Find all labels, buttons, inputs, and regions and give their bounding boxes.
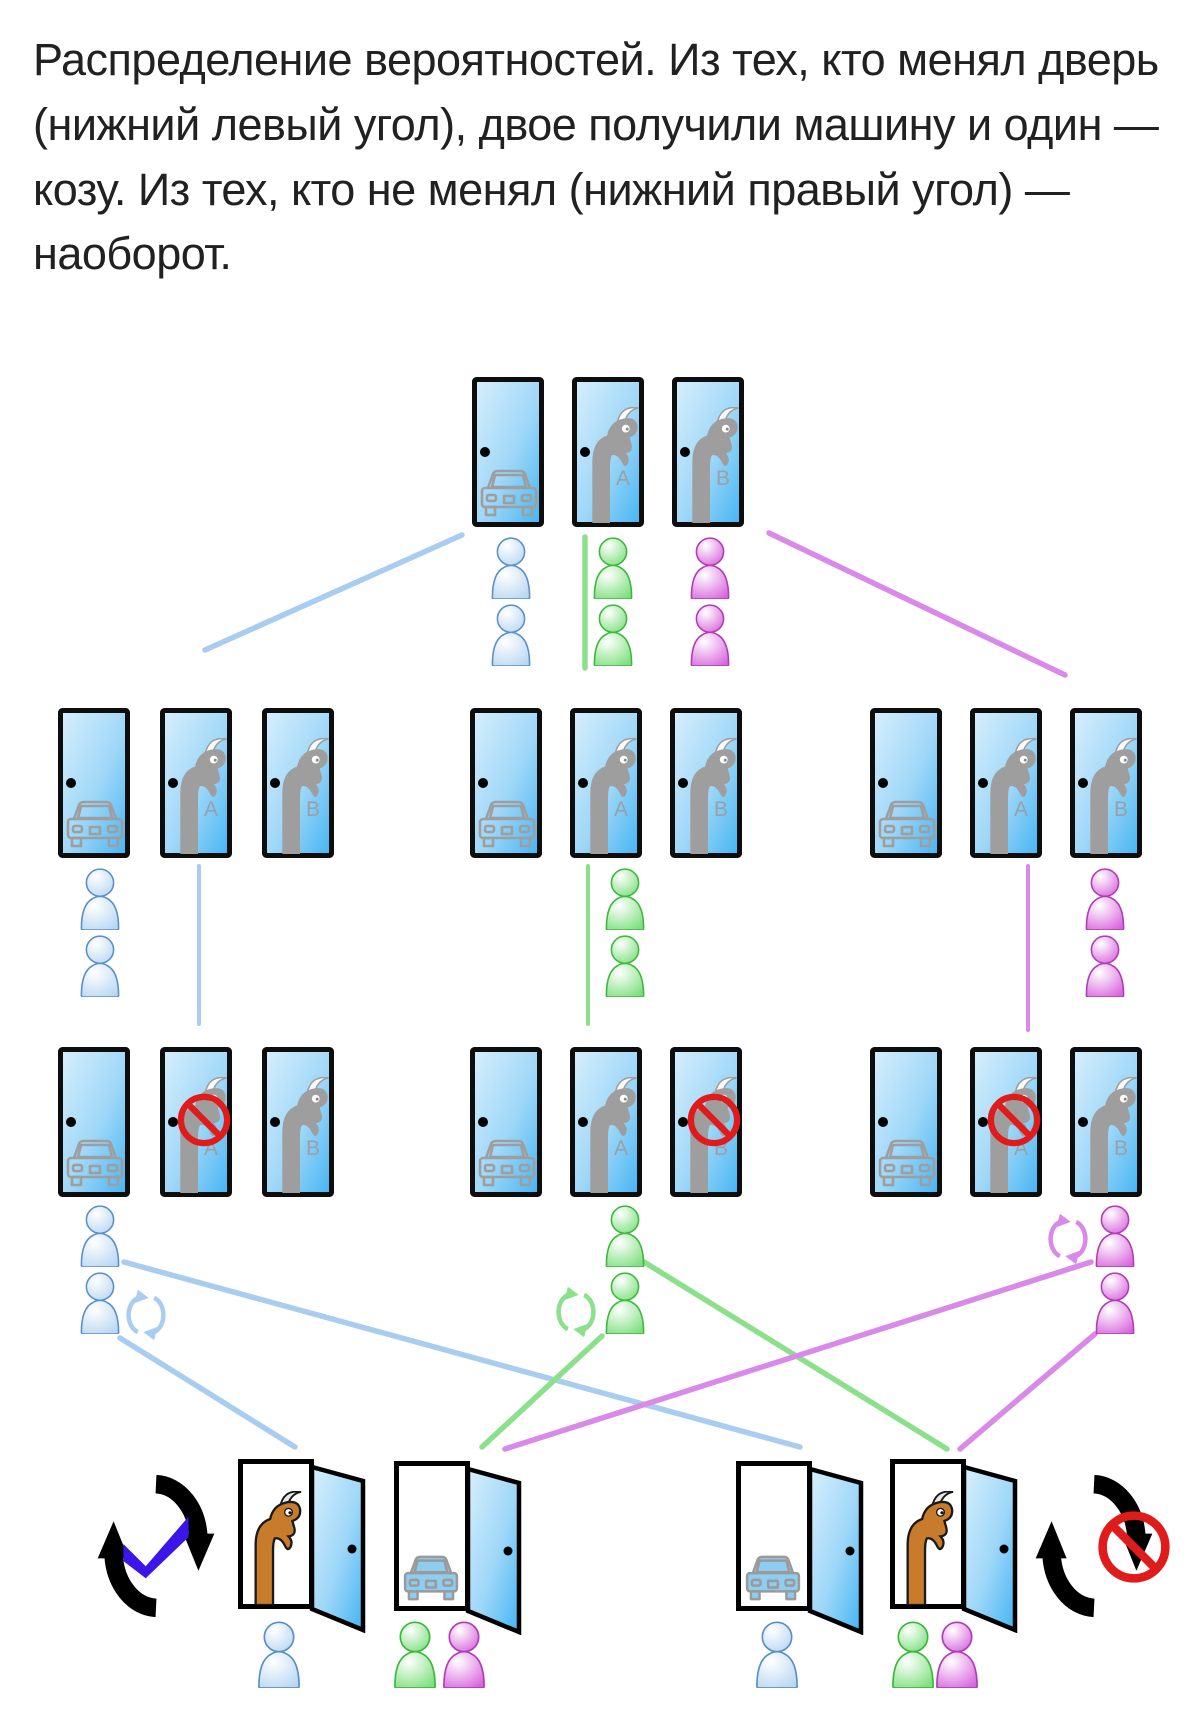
swap-arrows-icon-magenta	[1051, 1214, 1086, 1264]
door-goat-a-opened	[973, 1050, 1040, 1195]
player-magenta-stay	[1095, 1272, 1135, 1334]
stage-host-blue	[61, 1050, 332, 1341]
door-car	[61, 1050, 128, 1195]
stage-choice-blue	[61, 711, 332, 997]
page-title: Распределение вероятностей. Из тех, кто …	[33, 34, 1159, 280]
branch-green-switch	[479, 1333, 605, 1450]
outcome-stayed	[739, 1462, 1166, 1688]
check-mark-icon	[123, 1516, 189, 1579]
door-goat-a	[573, 711, 640, 856]
player-blue	[491, 537, 531, 599]
door-goat-b	[265, 1050, 332, 1195]
player-green-stay	[605, 1205, 645, 1267]
door-goat-a	[973, 711, 1040, 856]
player-blue-switch	[80, 1272, 120, 1334]
branch-magenta-choice	[766, 530, 1068, 678]
player-magenta	[1085, 868, 1125, 930]
branch-magenta-switch	[502, 1259, 1094, 1452]
door-goat-b	[675, 380, 742, 525]
player-blue	[491, 604, 531, 666]
player-blue	[80, 935, 120, 997]
door-car	[475, 380, 542, 525]
door-car	[61, 711, 128, 856]
stage-choice-magenta	[873, 711, 1140, 997]
stage-choice-green	[473, 711, 740, 997]
player-magenta	[1085, 935, 1125, 997]
door-goat-b-opened	[673, 1050, 740, 1195]
stage-initial	[475, 380, 742, 666]
player-blue-got-car	[756, 1621, 798, 1688]
open-door-goat	[893, 1462, 1016, 1631]
player-blue-got-goat	[258, 1621, 300, 1688]
door-goat-b	[265, 711, 332, 856]
branch-magenta-stay	[957, 1331, 1098, 1452]
player-blue-stay	[80, 1205, 120, 1267]
door-goat-a	[573, 1050, 640, 1195]
door-car	[473, 711, 540, 856]
branch-blue-switch	[117, 1335, 298, 1450]
door-goat-b	[1073, 1050, 1140, 1195]
open-door-car	[397, 1464, 520, 1633]
door-goat-b	[673, 711, 740, 856]
branch-blue-stay	[121, 1259, 803, 1450]
branch-blue-choice	[202, 532, 465, 653]
player-green	[605, 935, 645, 997]
open-door-goat	[241, 1462, 364, 1631]
open-door-car	[739, 1464, 862, 1633]
player-magenta	[690, 604, 730, 666]
player-green-switch	[605, 1272, 645, 1334]
player-blue	[80, 868, 120, 930]
door-car	[873, 711, 940, 856]
outcome-switched	[98, 1462, 520, 1688]
swap-arrows-icon-green	[559, 1287, 594, 1337]
branch-lines	[117, 530, 1098, 1452]
player-magenta-got-car	[443, 1621, 485, 1688]
cycle-arrows-icon	[98, 1484, 215, 1608]
player-green	[593, 604, 633, 666]
door-goat-a	[575, 380, 642, 525]
player-magenta-switch	[1095, 1205, 1135, 1267]
player-green-got-goat	[892, 1621, 934, 1688]
door-goat-b	[1073, 711, 1140, 856]
player-green	[605, 868, 645, 930]
door-car	[873, 1050, 940, 1195]
door-goat-a-opened	[163, 1050, 230, 1195]
door-car	[473, 1050, 540, 1195]
player-green	[593, 537, 633, 599]
player-green-got-car	[394, 1621, 436, 1688]
door-goat-a	[163, 711, 230, 856]
player-magenta-got-goat	[936, 1621, 978, 1688]
player-magenta	[690, 537, 730, 599]
swap-arrows-icon-blue	[129, 1290, 164, 1340]
